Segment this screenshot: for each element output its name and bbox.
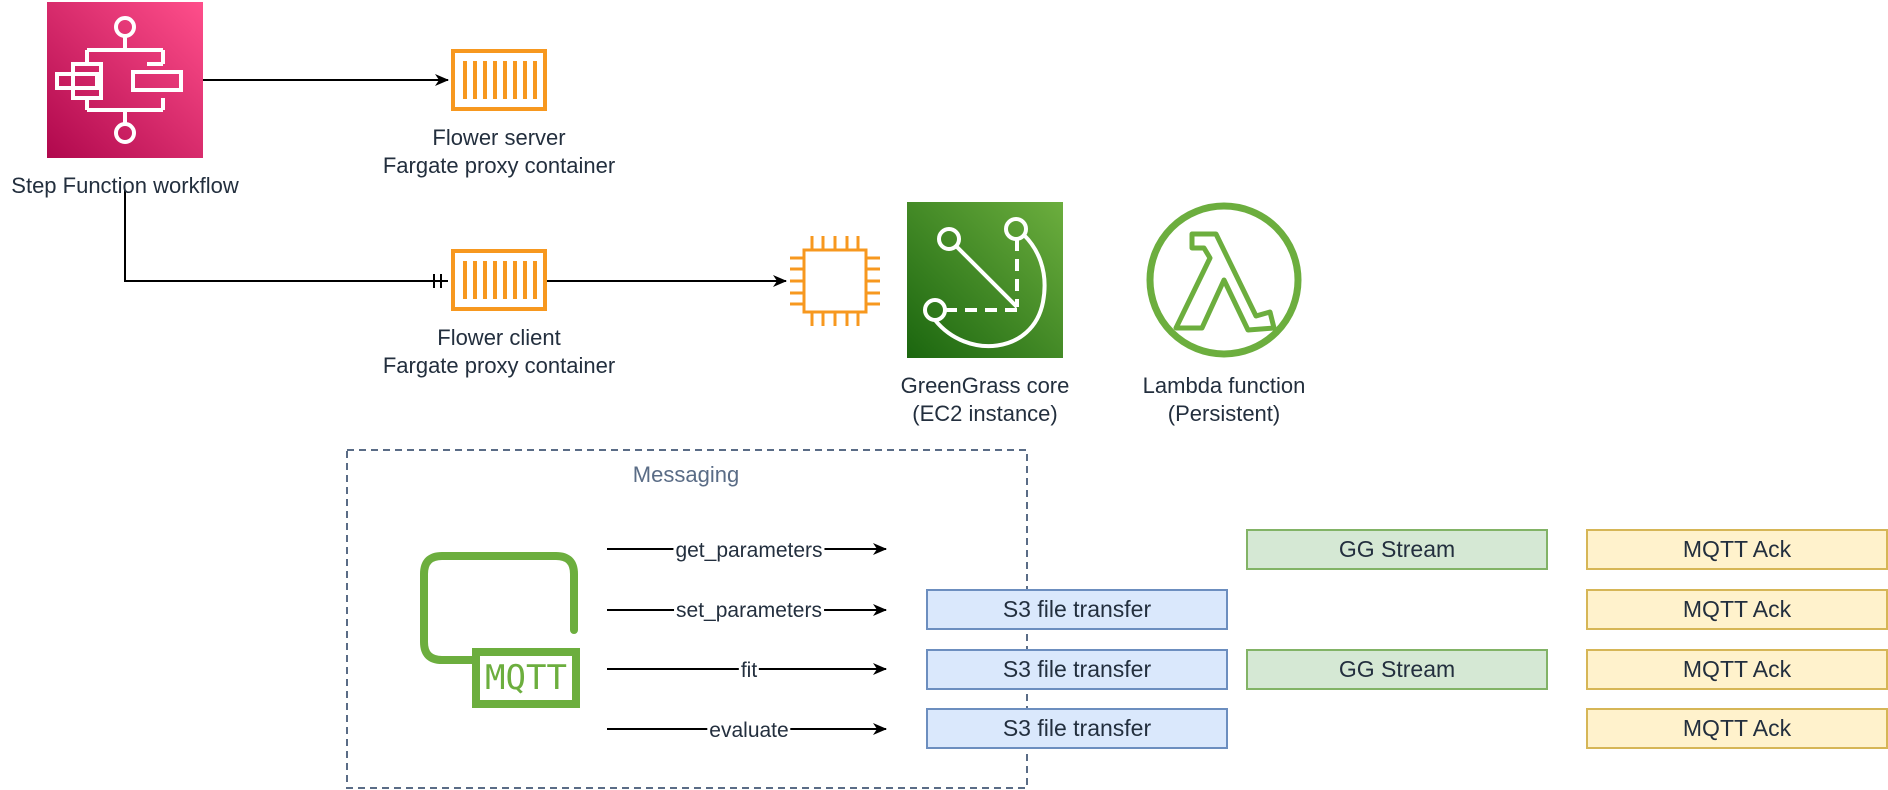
s3-file-transfer-box: S3 file transfer bbox=[926, 649, 1228, 690]
step-function-label: Step Function workflow bbox=[11, 173, 239, 198]
mqtt-icon-text: MQTT bbox=[485, 658, 567, 698]
greengrass-subtitle: (EC2 instance) bbox=[912, 401, 1058, 426]
messaging-group-title: Messaging bbox=[632, 462, 740, 487]
messaging-group-border bbox=[346, 449, 1028, 789]
flower-client-label: Flower client Fargate proxy container bbox=[383, 324, 615, 380]
message-label-set-parameters: set_parameters bbox=[674, 599, 824, 623]
greengrass-icon bbox=[907, 202, 1063, 358]
mqtt-ack-box: MQTT Ack bbox=[1586, 529, 1888, 570]
lambda-subtitle: (Persistent) bbox=[1167, 401, 1281, 426]
mqtt-icon: MQTT bbox=[418, 550, 580, 710]
mqtt-ack-box: MQTT Ack bbox=[1586, 649, 1888, 690]
ec2-instance-chip-icon bbox=[786, 232, 884, 330]
lambda-label: Lambda function (Persistent) bbox=[1143, 372, 1306, 428]
lambda-icon bbox=[1146, 202, 1302, 358]
flower-server-title: Flower server bbox=[432, 125, 566, 150]
gg-stream-box: GG Stream bbox=[1246, 529, 1548, 570]
step-functions-icon bbox=[47, 2, 203, 158]
greengrass-label: GreenGrass core (EC2 instance) bbox=[901, 372, 1070, 428]
flower-server-subtitle: Fargate proxy container bbox=[382, 153, 616, 178]
s3-file-transfer-box: S3 file transfer bbox=[926, 589, 1228, 630]
mqtt-ack-box: MQTT Ack bbox=[1586, 708, 1888, 749]
flower-server-label: Flower server Fargate proxy container bbox=[383, 124, 615, 180]
step-to-client-connector bbox=[124, 190, 448, 282]
flower-client-subtitle: Fargate proxy container bbox=[382, 353, 616, 378]
flower-client-title: Flower client bbox=[437, 325, 561, 350]
s3-file-transfer-box: S3 file transfer bbox=[926, 708, 1228, 749]
message-label-fit: fit bbox=[738, 659, 760, 683]
message-label-get-parameters: get_parameters bbox=[673, 539, 825, 563]
lambda-title: Lambda function bbox=[1142, 373, 1306, 398]
mqtt-ack-box: MQTT Ack bbox=[1586, 589, 1888, 630]
greengrass-title: GreenGrass core bbox=[900, 373, 1070, 398]
message-label-evaluate: evaluate bbox=[707, 719, 791, 743]
flower-client-container-icon bbox=[451, 249, 547, 311]
gg-stream-box: GG Stream bbox=[1246, 649, 1548, 690]
flower-server-container-icon bbox=[451, 49, 547, 111]
